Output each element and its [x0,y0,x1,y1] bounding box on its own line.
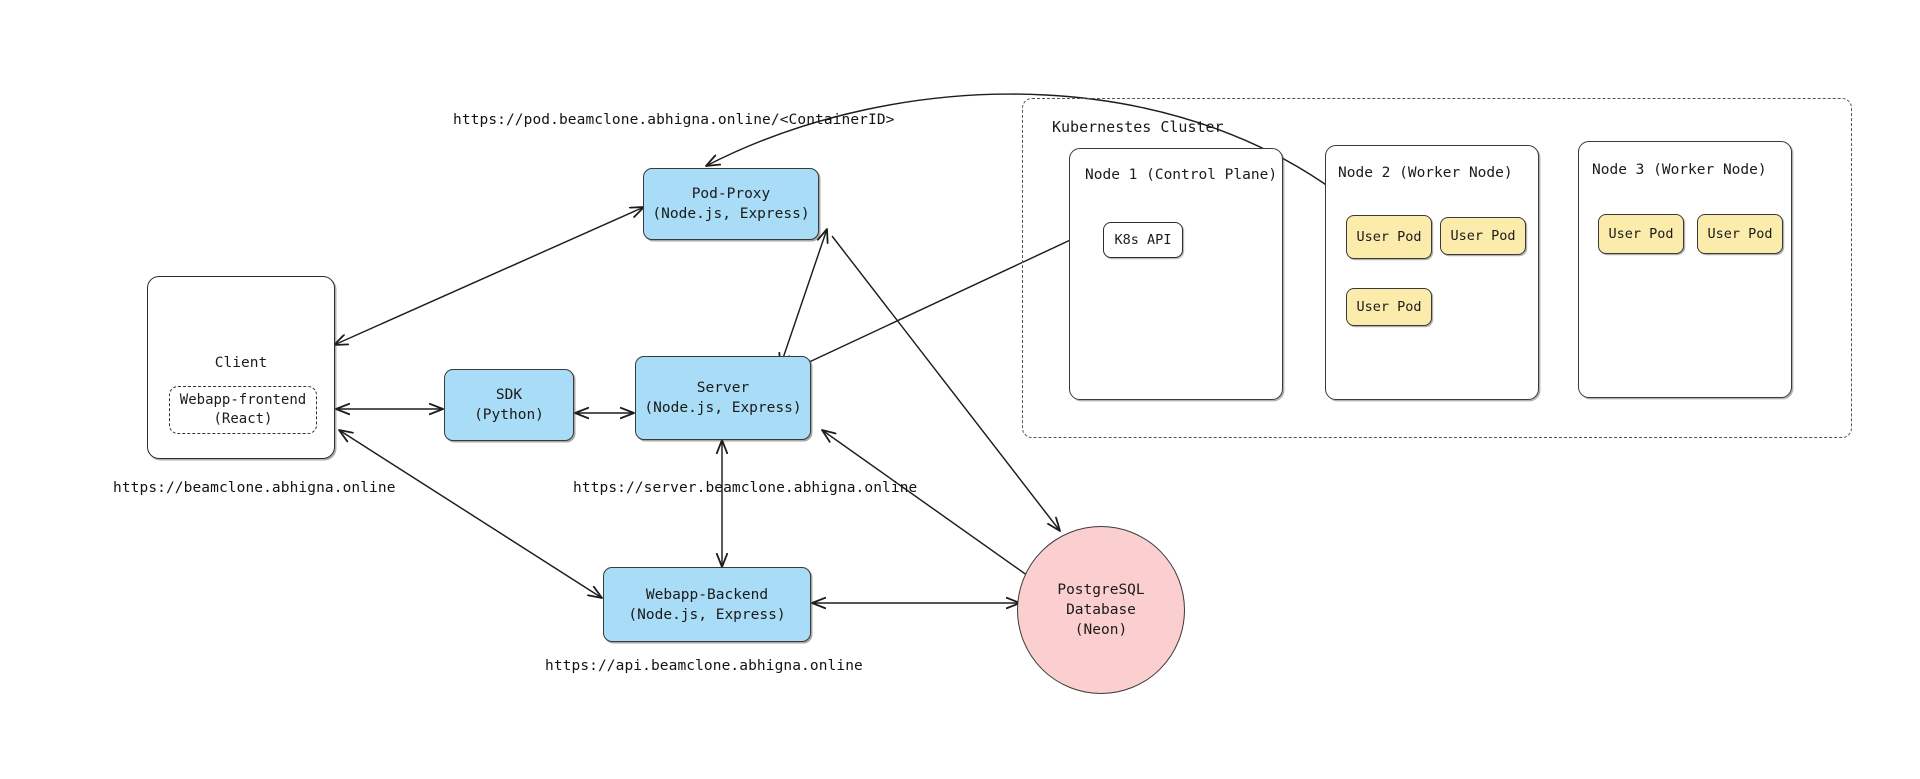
k8s-api-box[interactable]: K8s API [1103,222,1183,258]
cluster-node-2[interactable] [1325,145,1539,400]
sdk-line1: SDK [495,387,523,403]
database-line1: PostgreSQL [1057,582,1145,598]
cluster-node-1[interactable] [1069,148,1283,400]
pod-proxy-url-label: https://pod.beamclone.abhigna.online/<Co… [453,112,895,128]
pod-proxy-line2: (Node.js, Express) [652,206,810,222]
database-line3: (Neon) [1074,622,1128,638]
webapp-frontend-line2: (React) [213,411,273,427]
cluster-node-3-title: Node 3 (Worker Node) [1592,162,1767,178]
pod-proxy-line1: Pod-Proxy [691,186,771,202]
pod-proxy-box[interactable]: Pod-Proxy (Node.js, Express) [643,168,819,240]
server-box[interactable]: Server (Node.js, Express) [635,356,811,440]
webapp-backend-line2: (Node.js, Express) [628,606,786,623]
user-pod-label: User Pod [1707,225,1773,242]
webapp-backend-box[interactable]: Webapp-Backend (Node.js, Express) [603,567,811,642]
cluster-node-1-title: Node 1 (Control Plane) [1085,167,1278,183]
cluster-node-2-pod-1[interactable]: User Pod [1346,215,1432,259]
cluster-node-2-pod-2[interactable]: User Pod [1440,217,1526,255]
sdk-line2: (Python) [474,407,544,423]
kubernetes-cluster-boundary [1022,98,1852,438]
server-line2: (Node.js, Express) [644,400,802,416]
webapp-backend-line1: Webapp-Backend [645,586,769,603]
webapp-frontend-box[interactable]: Webapp-frontend (React) [169,386,317,434]
cluster-node-3-pod-1[interactable]: User Pod [1598,214,1684,254]
server-line1: Server [696,380,750,396]
webapp-frontend-line1: Webapp-frontend [179,391,307,408]
sdk-box[interactable]: SDK (Python) [444,369,574,441]
edge-podproxy-server [780,229,827,367]
edge-server-database [822,430,1038,583]
user-pod-label: User Pod [1608,225,1674,242]
cluster-node-3[interactable] [1578,141,1792,398]
cluster-node-3-pod-2[interactable]: User Pod [1697,214,1783,254]
webapp-backend-url-label: https://api.beamclone.abhigna.online [545,658,863,674]
edge-client-podproxy [334,207,644,345]
postgresql-database-circle[interactable]: PostgreSQL Database (Neon) [1017,526,1185,694]
client-url-label: https://beamclone.abhigna.online [113,480,396,496]
user-pod-label: User Pod [1356,228,1422,245]
kubernetes-cluster-title: Kubernestes Cluster [1052,118,1224,136]
database-line2: Database [1066,602,1136,618]
edge-client-webappbackend [339,430,602,598]
cluster-node-2-pod-3[interactable]: User Pod [1346,288,1432,326]
server-url-label: https://server.beamclone.abhigna.online [573,480,918,496]
k8s-api-label: K8s API [1114,231,1172,248]
user-pod-label: User Pod [1356,298,1422,315]
user-pod-label: User Pod [1450,227,1516,244]
client-title: Client [214,355,268,371]
cluster-node-2-title: Node 2 (Worker Node) [1338,165,1513,181]
